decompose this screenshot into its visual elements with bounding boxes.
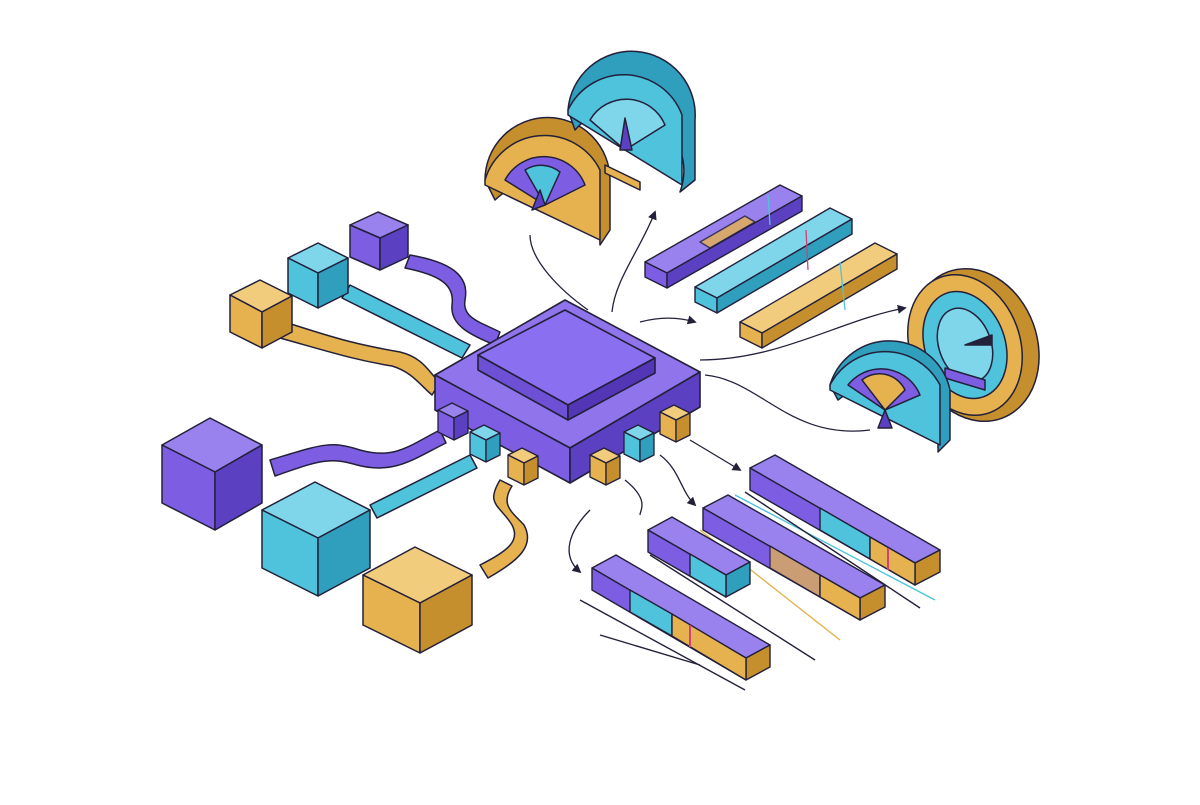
line-to-gauge-cyan-right	[704, 374, 871, 432]
gauge-cyan-top	[567, 50, 696, 193]
progress-bar-top-cyan	[694, 207, 853, 314]
pin-purple-left	[437, 402, 469, 441]
bottom-output-bars	[591, 454, 941, 681]
input-cube-purple-large	[161, 417, 263, 531]
progress-bar-top-purple	[644, 184, 803, 289]
line-to-bar-bottom-3	[624, 479, 643, 516]
progress-bar-bottom-3	[702, 494, 886, 621]
progress-bar-bottom-1	[749, 454, 941, 586]
baseline-dark-3	[579, 599, 746, 691]
gauges	[484, 50, 1040, 453]
large-input-cubes	[161, 417, 473, 654]
gauge-gold-left	[484, 116, 611, 246]
baseline-dark-4	[599, 634, 701, 666]
pin-gold-1	[507, 447, 539, 486]
progress-bar-top-gold	[739, 242, 898, 349]
baseline-cyan	[734, 494, 936, 601]
pipe-cyan-large	[369, 454, 478, 519]
pipe-gold-large	[479, 479, 529, 579]
gauge-needle	[964, 334, 993, 346]
input-cube-gold-small	[229, 279, 293, 349]
pipe-gold-small	[279, 321, 441, 396]
input-cube-gold-large	[362, 546, 473, 654]
connector-lines	[529, 210, 907, 574]
baseline-dark	[744, 491, 921, 609]
pin-gold-2	[589, 447, 621, 486]
gauge-display	[604, 164, 641, 191]
progress-bar-bottom-2	[647, 516, 751, 598]
input-pipes	[269, 254, 529, 579]
input-cube-cyan-small	[287, 242, 349, 309]
line-to-bar-bottom-4	[568, 509, 591, 574]
pin-cyan-1	[469, 424, 501, 463]
bar-marker-pink	[805, 229, 809, 271]
line-to-gauge-cyan-top	[611, 210, 657, 313]
bar-marker-cyan-2	[839, 261, 846, 311]
pin-cyan-2	[623, 424, 655, 463]
line-to-bar-bottom-1	[689, 439, 742, 471]
pipe-purple-large	[269, 429, 447, 477]
baseline-dark-2	[649, 554, 816, 661]
line-to-bar-top	[639, 315, 697, 325]
bar-marker-cyan	[767, 194, 771, 226]
gauge-cyan-right	[829, 340, 951, 453]
line-to-bar-bottom-2	[659, 454, 697, 507]
line-to-gauge-right	[699, 304, 907, 361]
small-input-cubes	[229, 211, 409, 349]
line-to-gauge-gold-left	[529, 234, 589, 311]
top-output-bars	[644, 184, 898, 349]
pin-gold-3	[659, 404, 691, 443]
progress-bar-bottom-4	[591, 554, 771, 681]
chip-pins	[437, 402, 691, 486]
gauge-needle	[619, 117, 633, 151]
gauge-needle	[877, 409, 893, 429]
gauge-needle	[531, 189, 546, 211]
input-cube-purple-small	[349, 211, 409, 271]
input-cube-cyan-large	[261, 481, 371, 597]
